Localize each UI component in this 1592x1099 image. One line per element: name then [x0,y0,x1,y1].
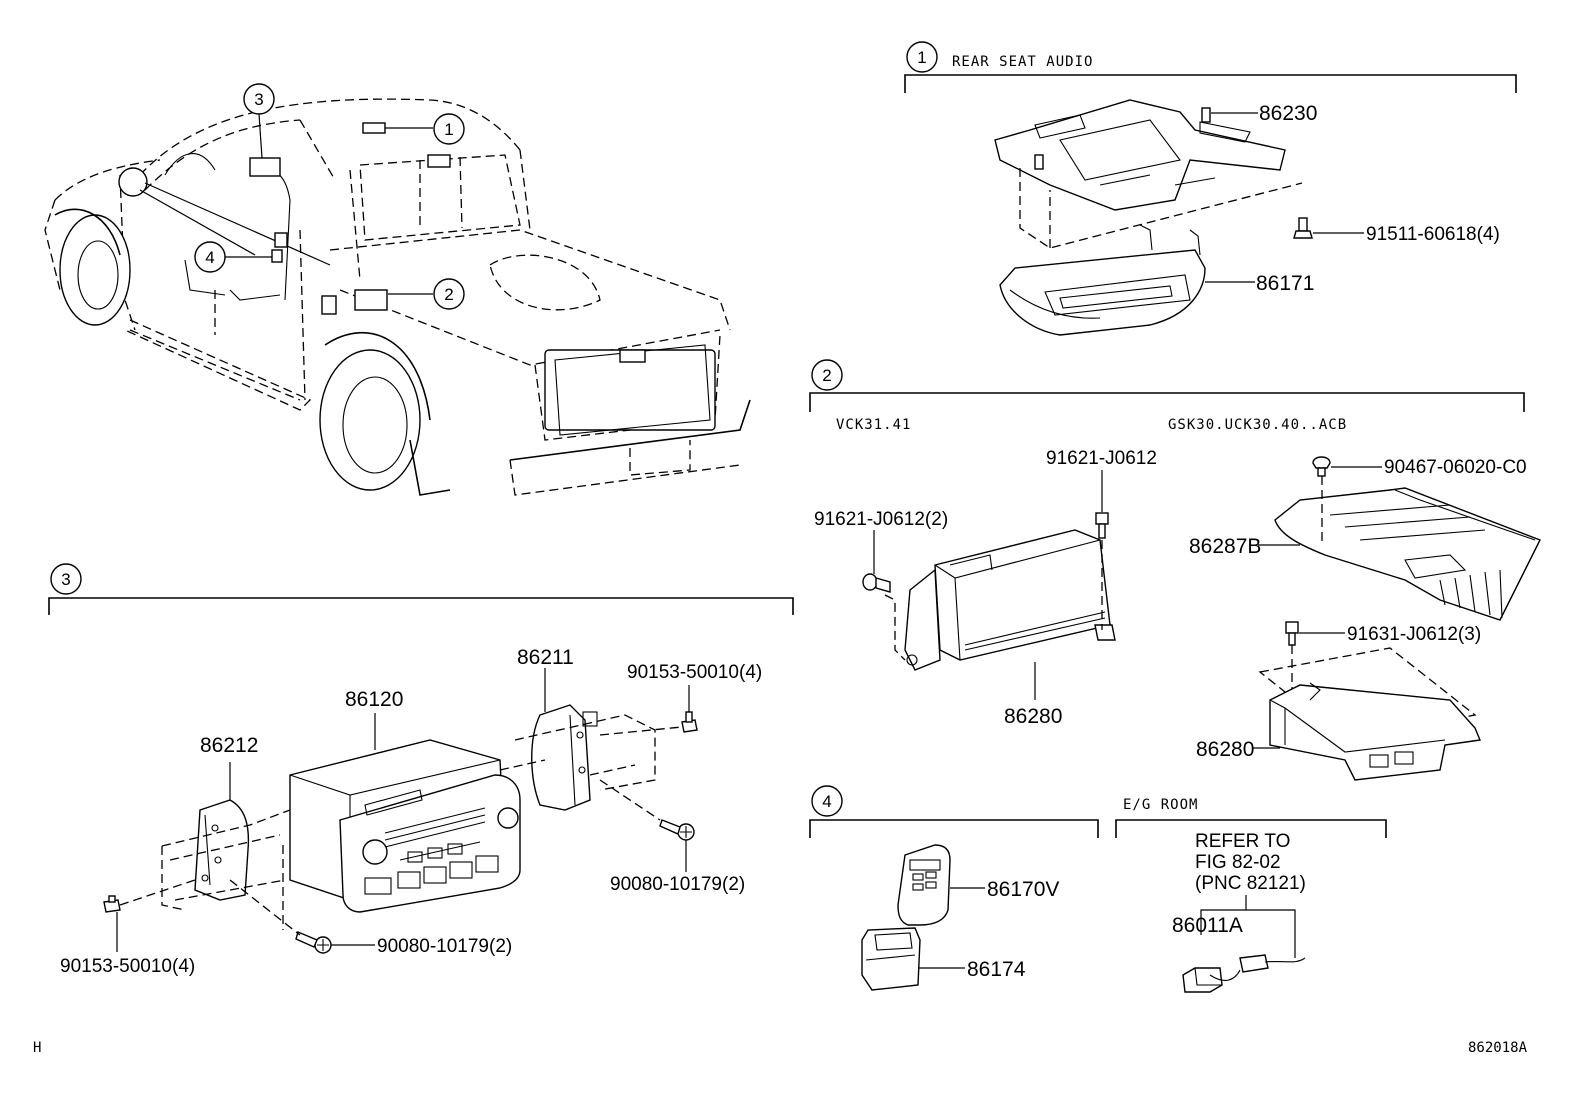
part-label-90153-bottom: 90153-50010(4) [60,956,195,977]
part-label-86170V: 86170V [987,878,1059,901]
section-4-number: 4 [822,792,831,811]
part-label-86280-left: 86280 [1004,705,1062,728]
part-label-86212: 86212 [200,734,258,757]
eg-room-bracket [1115,819,1387,838]
section-eg-room: E/G ROOM REFER TO FIG 82-02 (PNC 82121) … [1115,797,1387,993]
section-1-rear-seat-audio: 1 REAR SEAT AUDIO 86230 91511-60618(4) [904,41,1517,336]
part-label-86174: 86174 [967,958,1026,981]
part-86280-right-amplifier [1269,682,1481,781]
part-label-90080-right: 90080-10179(2) [610,874,745,895]
part-86230-bracket [994,99,1286,211]
section-2-bracket [809,392,1525,412]
section-4-bracket [809,819,1099,838]
vehicle-callout-3: 3 [243,83,275,115]
diagram-id: 862018A [1468,1040,1528,1056]
screw-90153-bottom [103,895,121,913]
section-2-number-circle [811,359,843,391]
part-label-91621-double: 91621-J0612(2) [814,509,948,530]
section-3-number-circle [50,563,82,595]
vehicle-callout-4: 4 [194,241,226,273]
eg-refer-line-3: (PNC 82121) [1195,873,1306,894]
eg-room-title: E/G ROOM [1123,797,1198,813]
vehicle-callout-1: 1 [433,113,465,145]
part-86171-cover [999,224,1206,336]
screw-91511 [1293,217,1313,239]
part-label-86211: 86211 [517,646,574,669]
clip-90467 [1312,456,1331,477]
part-86011A-connector [1182,954,1306,993]
section-3-bracket [48,597,794,615]
svg-text:3: 3 [254,90,263,109]
part-label-86171: 86171 [1256,272,1314,295]
screw-90153-top [681,711,698,733]
section-1-number-circle [906,41,938,73]
screw-90080-right [659,819,695,841]
part-86212-bracket [194,799,250,901]
part-label-91621-single: 91621-J0612 [1046,448,1157,469]
section-2-variant-left: VCK31.41 [836,417,911,433]
part-86280-left-amplifier [904,529,1116,671]
screw-91621-single [1095,512,1109,539]
part-label-91631: 91631-J0612(3) [1347,624,1481,645]
part-label-90153-top: 90153-50010(4) [627,662,762,683]
screw-90080-bottom [295,931,332,954]
vehicle-callout-2: 2 [433,278,465,310]
part-label-90080-bottom: 90080-10179(2) [377,936,512,957]
part-label-86120: 86120 [345,688,403,711]
corner-marker: H [33,1040,41,1056]
svg-text:2: 2 [444,285,453,304]
section-2-number: 2 [822,366,831,385]
section-1-title: REAR SEAT AUDIO [952,54,1093,70]
section-1-bracket [904,74,1517,93]
screw-91621-double [862,573,891,593]
part-86287B-cover [1274,487,1541,621]
svg-text:1: 1 [444,120,453,139]
svg-text:4: 4 [205,248,214,267]
section-2-amplifier: 2 VCK31.41 GSK30.UCK30.40..ACB 91621-J06… [809,359,1541,781]
section-3-number: 3 [61,570,70,589]
part-86170V-remote [897,844,951,926]
part-label-90467: 90467-06020-C0 [1384,457,1527,478]
section-4-number-circle [811,785,843,817]
eg-refer-line-1: REFER TO [1195,831,1290,852]
vehicle-overview: 1 2 3 4 [44,83,751,496]
part-label-91511: 91511-60618(4) [1366,224,1500,245]
part-label-86011A: 86011A [1172,914,1243,937]
part-86120-radio [289,739,521,913]
part-86211-bracket [531,704,598,811]
section-2-variant-right: GSK30.UCK30.40..ACB [1168,417,1347,433]
section-4-remote: 4 86170V 86174 [809,785,1099,991]
eg-refer-line-2: FIG 82-02 [1195,852,1281,873]
section-3-head-unit: 3 86120 [48,563,794,977]
part-label-86280-right: 86280 [1196,738,1254,761]
part-label-86230: 86230 [1259,102,1317,125]
part-86174-holder [861,927,921,991]
section-1-number: 1 [917,48,926,67]
screw-91631 [1285,621,1299,646]
part-label-86287B: 86287B [1189,535,1261,558]
